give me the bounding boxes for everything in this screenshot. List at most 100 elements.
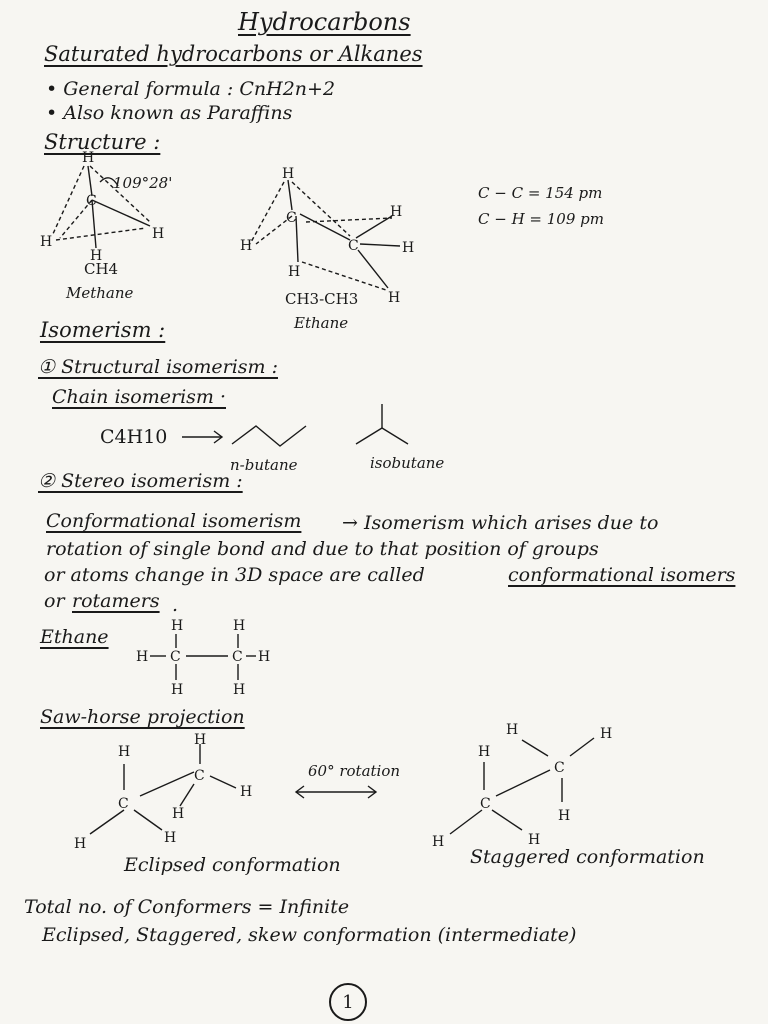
stg-h4: H: [506, 722, 518, 738]
bond-length-cc: C − C = 154 pm: [478, 184, 603, 202]
ethane-h5: H: [402, 240, 414, 256]
ethane-edge4: [305, 217, 393, 223]
ethane-edge2: [291, 181, 351, 237]
bullet-general-formula: • General formula : CnH2n+2: [46, 78, 336, 100]
eclipsed-label: Eclipsed conformation: [124, 854, 341, 876]
ecl-c1: C: [118, 796, 129, 812]
bullet-paraffins: • Also known as Paraffins: [46, 102, 293, 124]
ethane-bond-top: [287, 179, 293, 211]
ethane-h2: H: [240, 238, 252, 254]
methane-edge2: [89, 165, 151, 223]
ethane-formula: CH3-CH3: [285, 290, 359, 308]
conformational-isomers-term: conformational isomers: [508, 564, 736, 586]
methane-formula: CH4: [84, 260, 119, 278]
ethane-c1: C: [286, 210, 297, 226]
methane-bond-bottom: [91, 199, 97, 249]
ecl-h4: H: [194, 732, 206, 748]
sawhorse-heading: Saw-horse projection: [40, 706, 245, 728]
methane-bond-left: [59, 199, 93, 239]
ethane-c2-h-right: [359, 243, 401, 247]
ethane-heading: Ethane: [40, 626, 109, 648]
ecl-cc-bond: [139, 771, 195, 797]
conformational-def-line4a: or: [44, 590, 65, 612]
structural-isomerism-heading: ① Structural isomerism :: [38, 356, 278, 378]
stg-c2-h-left: [521, 739, 549, 757]
ethane-h3: H: [288, 264, 300, 280]
isomerism-heading: Isomerism :: [40, 318, 166, 342]
methane-name: Methane: [66, 284, 134, 302]
eth-h-bot1: H: [171, 682, 183, 698]
stg-c2-h-right: [569, 737, 595, 757]
bond-length-ch: C − H = 109 pm: [478, 210, 604, 228]
stg-cc-bond: [495, 769, 551, 797]
stg-h3: H: [528, 832, 540, 848]
chain-formula: C4H10: [100, 426, 168, 448]
ecl-c2: C: [194, 768, 205, 784]
eth-c1-atom: C: [170, 649, 181, 665]
structure-heading: Structure :: [44, 130, 161, 154]
stereo-isomerism-heading: ② Stereo isomerism :: [38, 470, 243, 492]
rotation-arrow-right: [367, 785, 378, 799]
methane-bond-right: [91, 199, 151, 227]
methane-bond-top: [87, 165, 93, 197]
ethane-name: Ethane: [294, 314, 349, 332]
eth-h-top1: H: [171, 618, 183, 634]
methane-edge1: [51, 165, 85, 237]
methane-h-left: H: [40, 234, 52, 250]
eth-h-left-atom: H: [136, 649, 148, 665]
isobutane-bond-right: [381, 427, 409, 445]
conformational-def-line3a: or atoms change in 3D space are called: [44, 564, 425, 586]
methane-h-bottom: H: [90, 248, 102, 264]
methane-c: C: [86, 193, 97, 209]
conformational-def-line2: rotation of single bond and due to that …: [46, 538, 599, 560]
n-butane-skeleton: [231, 425, 307, 447]
conformational-def-line1: → Isomerism which arises due to: [342, 512, 659, 534]
eth-h-bot2: H: [233, 682, 245, 698]
ethane-edge1: [249, 181, 285, 245]
page-title: Hydrocarbons: [238, 8, 411, 36]
chain-arrow-head: [213, 430, 224, 444]
eth-h-right-atom: H: [258, 649, 270, 665]
ecl-h5: H: [240, 784, 252, 800]
total-conformers-line: Total no. of Conformers = Infinite: [24, 896, 350, 918]
rotation-label: 60° rotation: [308, 762, 401, 780]
ethane-cc-bond: [299, 213, 351, 241]
rotamers-term: rotamers: [72, 590, 160, 612]
methane-h-top: H: [82, 150, 94, 166]
stg-h-right: [491, 809, 523, 831]
eth-c2-atom: C: [232, 649, 243, 665]
stg-h2: H: [432, 834, 444, 850]
ethane-c2-h-bottom: [357, 249, 389, 289]
ethane-bond-left: [255, 215, 293, 245]
ecl-h3: H: [164, 830, 176, 846]
conformation-types-line: Eclipsed, Staggered, skew conformation (…: [42, 924, 577, 946]
eth-h-top2: H: [233, 618, 245, 634]
ethane-edge3: [301, 261, 387, 291]
stg-h-left: [449, 809, 483, 835]
ecl-front-h-left: [89, 809, 125, 835]
rotation-arrow-left: [294, 785, 305, 799]
n-butane-label: n-butane: [230, 456, 298, 474]
bond-angle-label: 109°28': [113, 174, 173, 192]
stg-h1: H: [478, 744, 490, 760]
stg-h5: H: [600, 726, 612, 742]
staggered-label: Staggered conformation: [470, 846, 705, 868]
stg-c2: C: [554, 760, 565, 776]
isobutane-bond-left: [355, 427, 383, 445]
angle-arc: [99, 177, 119, 187]
ethane-h4: H: [390, 204, 402, 220]
stg-c1: C: [480, 796, 491, 812]
ethane-c2: C: [348, 238, 359, 254]
stg-h6: H: [558, 808, 570, 824]
isobutane-label: isobutane: [370, 454, 445, 472]
methane-edge3: [55, 227, 147, 241]
ethane-h1: H: [282, 166, 294, 182]
ecl-h1: H: [118, 744, 130, 760]
ethane-c2-h-top: [355, 215, 393, 239]
ethane-h6: H: [388, 290, 400, 306]
period: .: [172, 594, 179, 616]
ethane-bond-bottom: [295, 215, 299, 263]
ecl-h6: H: [172, 806, 184, 822]
ecl-h2: H: [74, 836, 86, 852]
